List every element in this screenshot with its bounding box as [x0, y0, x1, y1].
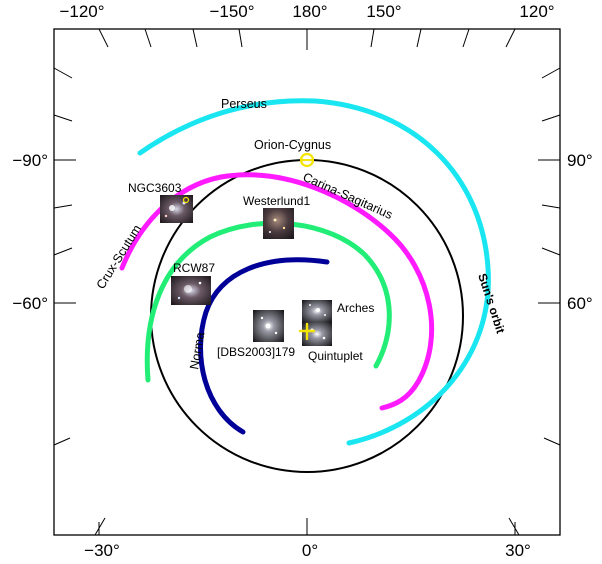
- top-tick-labels: −120° −150° 180° 150° 120°: [59, 2, 554, 21]
- rcw87-label: RCW87: [173, 261, 215, 275]
- top-tick-label: −150°: [209, 2, 254, 21]
- bottom-tick-label: 0°: [302, 541, 318, 560]
- right-tick-label: 90°: [567, 151, 593, 170]
- westerlund1-label: Westerlund1: [243, 194, 310, 208]
- arches-image: [302, 300, 332, 322]
- perseus-label: Perseus: [221, 97, 267, 111]
- top-tick-label: 180°: [292, 2, 327, 21]
- ngc3603-marker: [182, 196, 190, 204]
- westerlund1-image: [263, 208, 294, 239]
- dbs2003-image: [253, 310, 284, 342]
- bottom-tick-labels: −30° 0° 30°: [84, 541, 531, 560]
- perseus-arm: [137, 98, 491, 446]
- left-tick-label: −90°: [12, 151, 48, 170]
- left-tick-label: −60°: [12, 294, 48, 313]
- right-tick-labels: 90° 60°: [567, 151, 593, 313]
- arches-label: Arches: [337, 301, 374, 315]
- right-tick-label: 60°: [567, 294, 593, 313]
- top-tick-label: −120°: [59, 2, 104, 21]
- left-tick-labels: −90° −60°: [12, 151, 48, 313]
- norma-arm: [198, 257, 330, 435]
- dbs2003-label: [DBS2003]179: [217, 345, 295, 359]
- ngc3603-label: NGC3603: [128, 181, 182, 195]
- quintuplet-label: Quintuplet: [308, 349, 363, 363]
- crux-scutum-label: Crux-Scutum: [94, 222, 145, 291]
- norma-label: Norma: [187, 331, 207, 370]
- bottom-tick-label: −30°: [84, 541, 120, 560]
- top-tick-label: 150°: [366, 2, 401, 21]
- orion-cygnus-label: Orion-Cygnus: [254, 138, 331, 152]
- ngc3603-image: [160, 195, 193, 223]
- sun-marker: [299, 152, 315, 168]
- radial-ticks: [53, 28, 561, 536]
- galactic-center-marker: [298, 322, 316, 341]
- bottom-tick-label: 30°: [505, 541, 531, 560]
- top-tick-label: 120°: [519, 2, 554, 21]
- rcw87-image: [171, 276, 211, 305]
